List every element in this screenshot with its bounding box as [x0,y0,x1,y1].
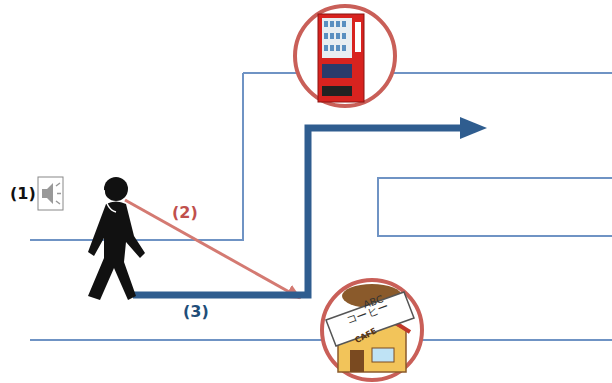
gaze-arrow [125,200,300,298]
callout-number: (2) [172,205,198,221]
cafe-building [322,280,422,380]
callout-number: (1) [10,186,36,202]
callout-number: (3) [183,304,209,320]
road-lines [30,73,612,340]
vending-machine [295,6,395,106]
route-arrowhead [460,117,487,139]
speaker-icon [38,177,63,210]
route-path [133,128,462,295]
walking-person [88,177,145,300]
